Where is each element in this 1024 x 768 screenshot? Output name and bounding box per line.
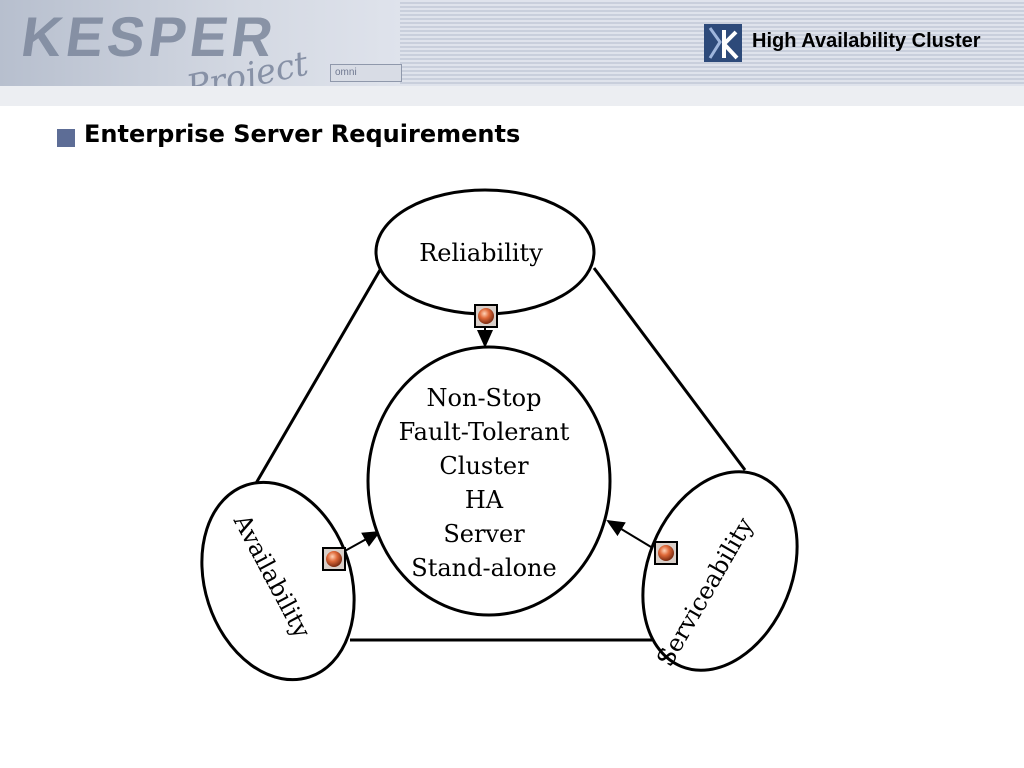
availability-node bbox=[200, 480, 356, 682]
arrow-left bbox=[342, 531, 381, 553]
marker-left-icon bbox=[322, 547, 346, 571]
header-bottom-band bbox=[0, 86, 1024, 106]
marker-right-icon bbox=[654, 541, 678, 565]
center-line-3: Cluster bbox=[439, 452, 529, 480]
header-banner: KESPER Project omni High Availability Cl… bbox=[0, 0, 1024, 108]
logo-badge: omni bbox=[330, 64, 402, 82]
center-line-4: HA bbox=[465, 486, 504, 514]
center-line-5: Server bbox=[443, 520, 525, 548]
brand-k-icon bbox=[704, 24, 742, 62]
arrow-right bbox=[606, 519, 657, 551]
bullet-square-icon bbox=[57, 129, 75, 147]
center-line-1: Non-Stop bbox=[427, 384, 542, 412]
brand-title: High Availability Cluster bbox=[752, 30, 981, 52]
reliability-label: Reliability bbox=[419, 239, 543, 267]
connector-top-right bbox=[592, 267, 747, 471]
serviceability-node bbox=[641, 470, 799, 672]
center-node bbox=[366, 345, 612, 617]
connector-top-left bbox=[253, 269, 382, 486]
logo-panel: KESPER Project omni bbox=[0, 0, 402, 108]
slide-title: Enterprise Server Requirements bbox=[84, 120, 521, 148]
center-line-6: Stand-alone bbox=[411, 554, 556, 582]
marker-top-icon bbox=[474, 304, 498, 328]
center-line-2: Fault-Tolerant bbox=[399, 418, 570, 446]
